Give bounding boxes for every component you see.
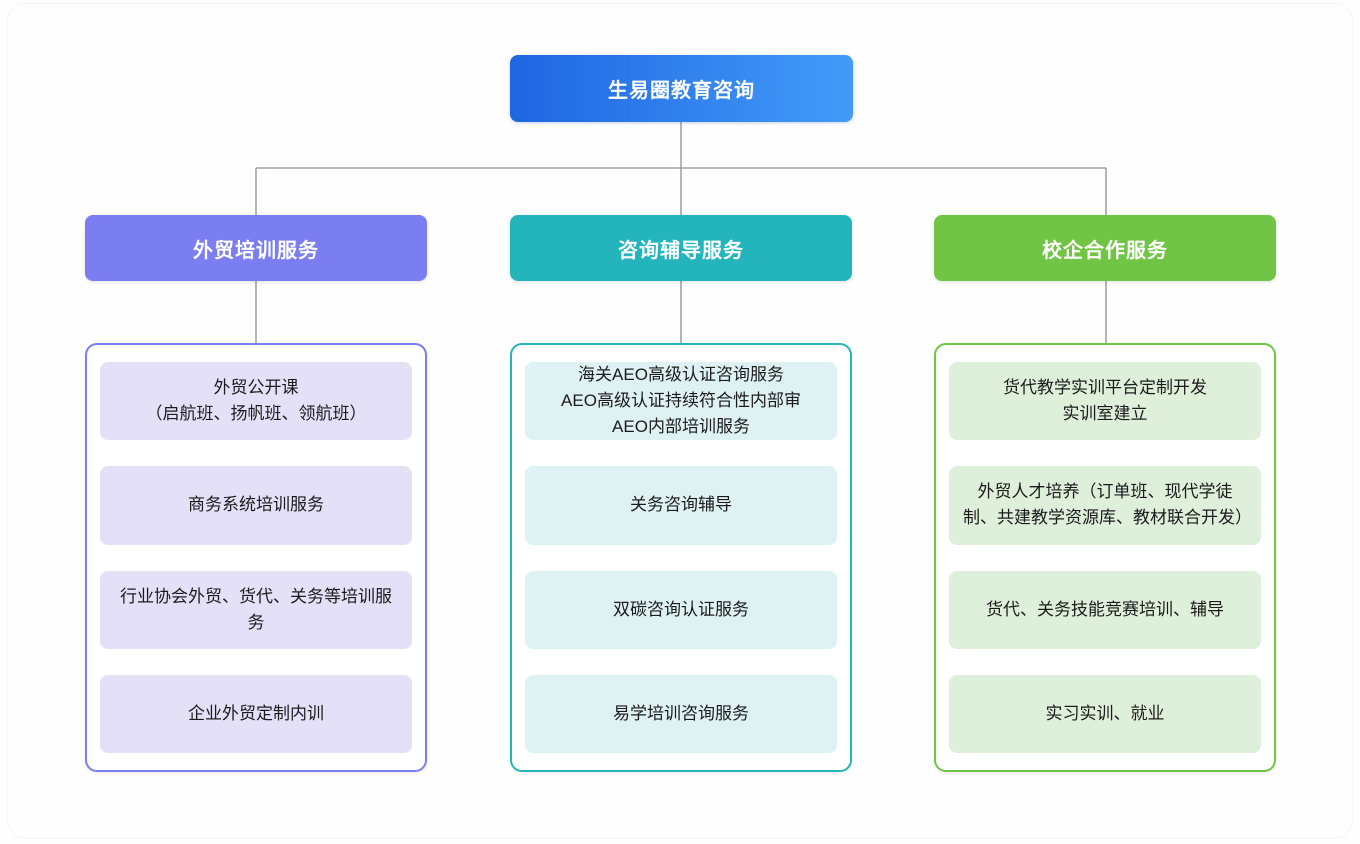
branch-header-consulting-coaching[interactable]: 咨询辅导服务 [510,215,852,281]
leaf-node-label: 实习实训、就业 [1045,703,1165,723]
leaf-node[interactable]: 外贸公开课 （启航班、扬帆班、领航班） [100,362,412,441]
leaf-node[interactable]: 外贸人才培养（订单班、现代学徒制、共建教学资源库、教材联合开发） [949,466,1261,545]
branch-header-foreign-trade-training[interactable]: 外贸培训服务 [85,215,427,281]
leaf-node[interactable]: 易学培训咨询服务 [525,674,837,753]
leaf-node-label: 易学培训咨询服务 [613,703,749,723]
leaf-node[interactable]: 商务系统培训服务 [100,466,412,545]
root-node[interactable]: 生易圈教育咨询 [510,55,853,122]
branch-panel-consulting-coaching: 海关AEO高级认证咨询服务 AEO高级认证持续符合性内部审 AEO内部培训服务 … [510,343,852,772]
leaf-node[interactable]: 货代、关务技能竞赛培训、辅导 [949,570,1261,649]
leaf-node[interactable]: 企业外贸定制内训 [100,674,412,753]
leaf-node-label: 行业协会外贸、货代、关务等培训服务 [120,586,392,632]
branch-header-label: 外贸培训服务 [193,239,319,262]
leaf-node[interactable]: 双碳咨询认证服务 [525,570,837,649]
branch-panel-foreign-trade-training: 外贸公开课 （启航班、扬帆班、领航班） 商务系统培训服务 行业协会外贸、货代、关… [85,343,427,772]
leaf-node-label: 商务系统培训服务 [188,495,324,515]
branch-header-label: 咨询辅导服务 [618,239,744,262]
leaf-node-label: 海关AEO高级认证咨询服务 AEO高级认证持续符合性内部审 AEO内部培训服务 [561,365,801,437]
branch-header-school-enterprise-cooperation[interactable]: 校企合作服务 [934,215,1276,281]
leaf-node-label: 外贸人才培养（订单班、现代学徒制、共建教学资源库、教材联合开发） [963,482,1252,528]
leaf-node-label: 关务咨询辅导 [630,495,732,515]
leaf-node[interactable]: 海关AEO高级认证咨询服务 AEO高级认证持续符合性内部审 AEO内部培训服务 [525,362,837,441]
leaf-node[interactable]: 关务咨询辅导 [525,466,837,545]
leaf-node[interactable]: 行业协会外贸、货代、关务等培训服务 [100,570,412,649]
leaf-node-label: 双碳咨询认证服务 [613,599,749,619]
leaf-node-label: 货代教学实训平台定制开发 实训室建立 [1003,378,1207,424]
leaf-node-label: 外贸公开课 （启航班、扬帆班、领航班） [145,378,367,424]
leaf-node-label: 企业外贸定制内训 [188,703,324,723]
leaf-node[interactable]: 货代教学实训平台定制开发 实训室建立 [949,362,1261,441]
root-node-label: 生易圈教育咨询 [608,80,755,102]
branch-header-label: 校企合作服务 [1042,239,1168,262]
branch-panel-school-enterprise-cooperation: 货代教学实训平台定制开发 实训室建立 外贸人才培养（订单班、现代学徒制、共建教学… [934,343,1276,772]
leaf-node-label: 货代、关务技能竞赛培训、辅导 [986,599,1224,619]
leaf-node[interactable]: 实习实训、就业 [949,674,1261,753]
